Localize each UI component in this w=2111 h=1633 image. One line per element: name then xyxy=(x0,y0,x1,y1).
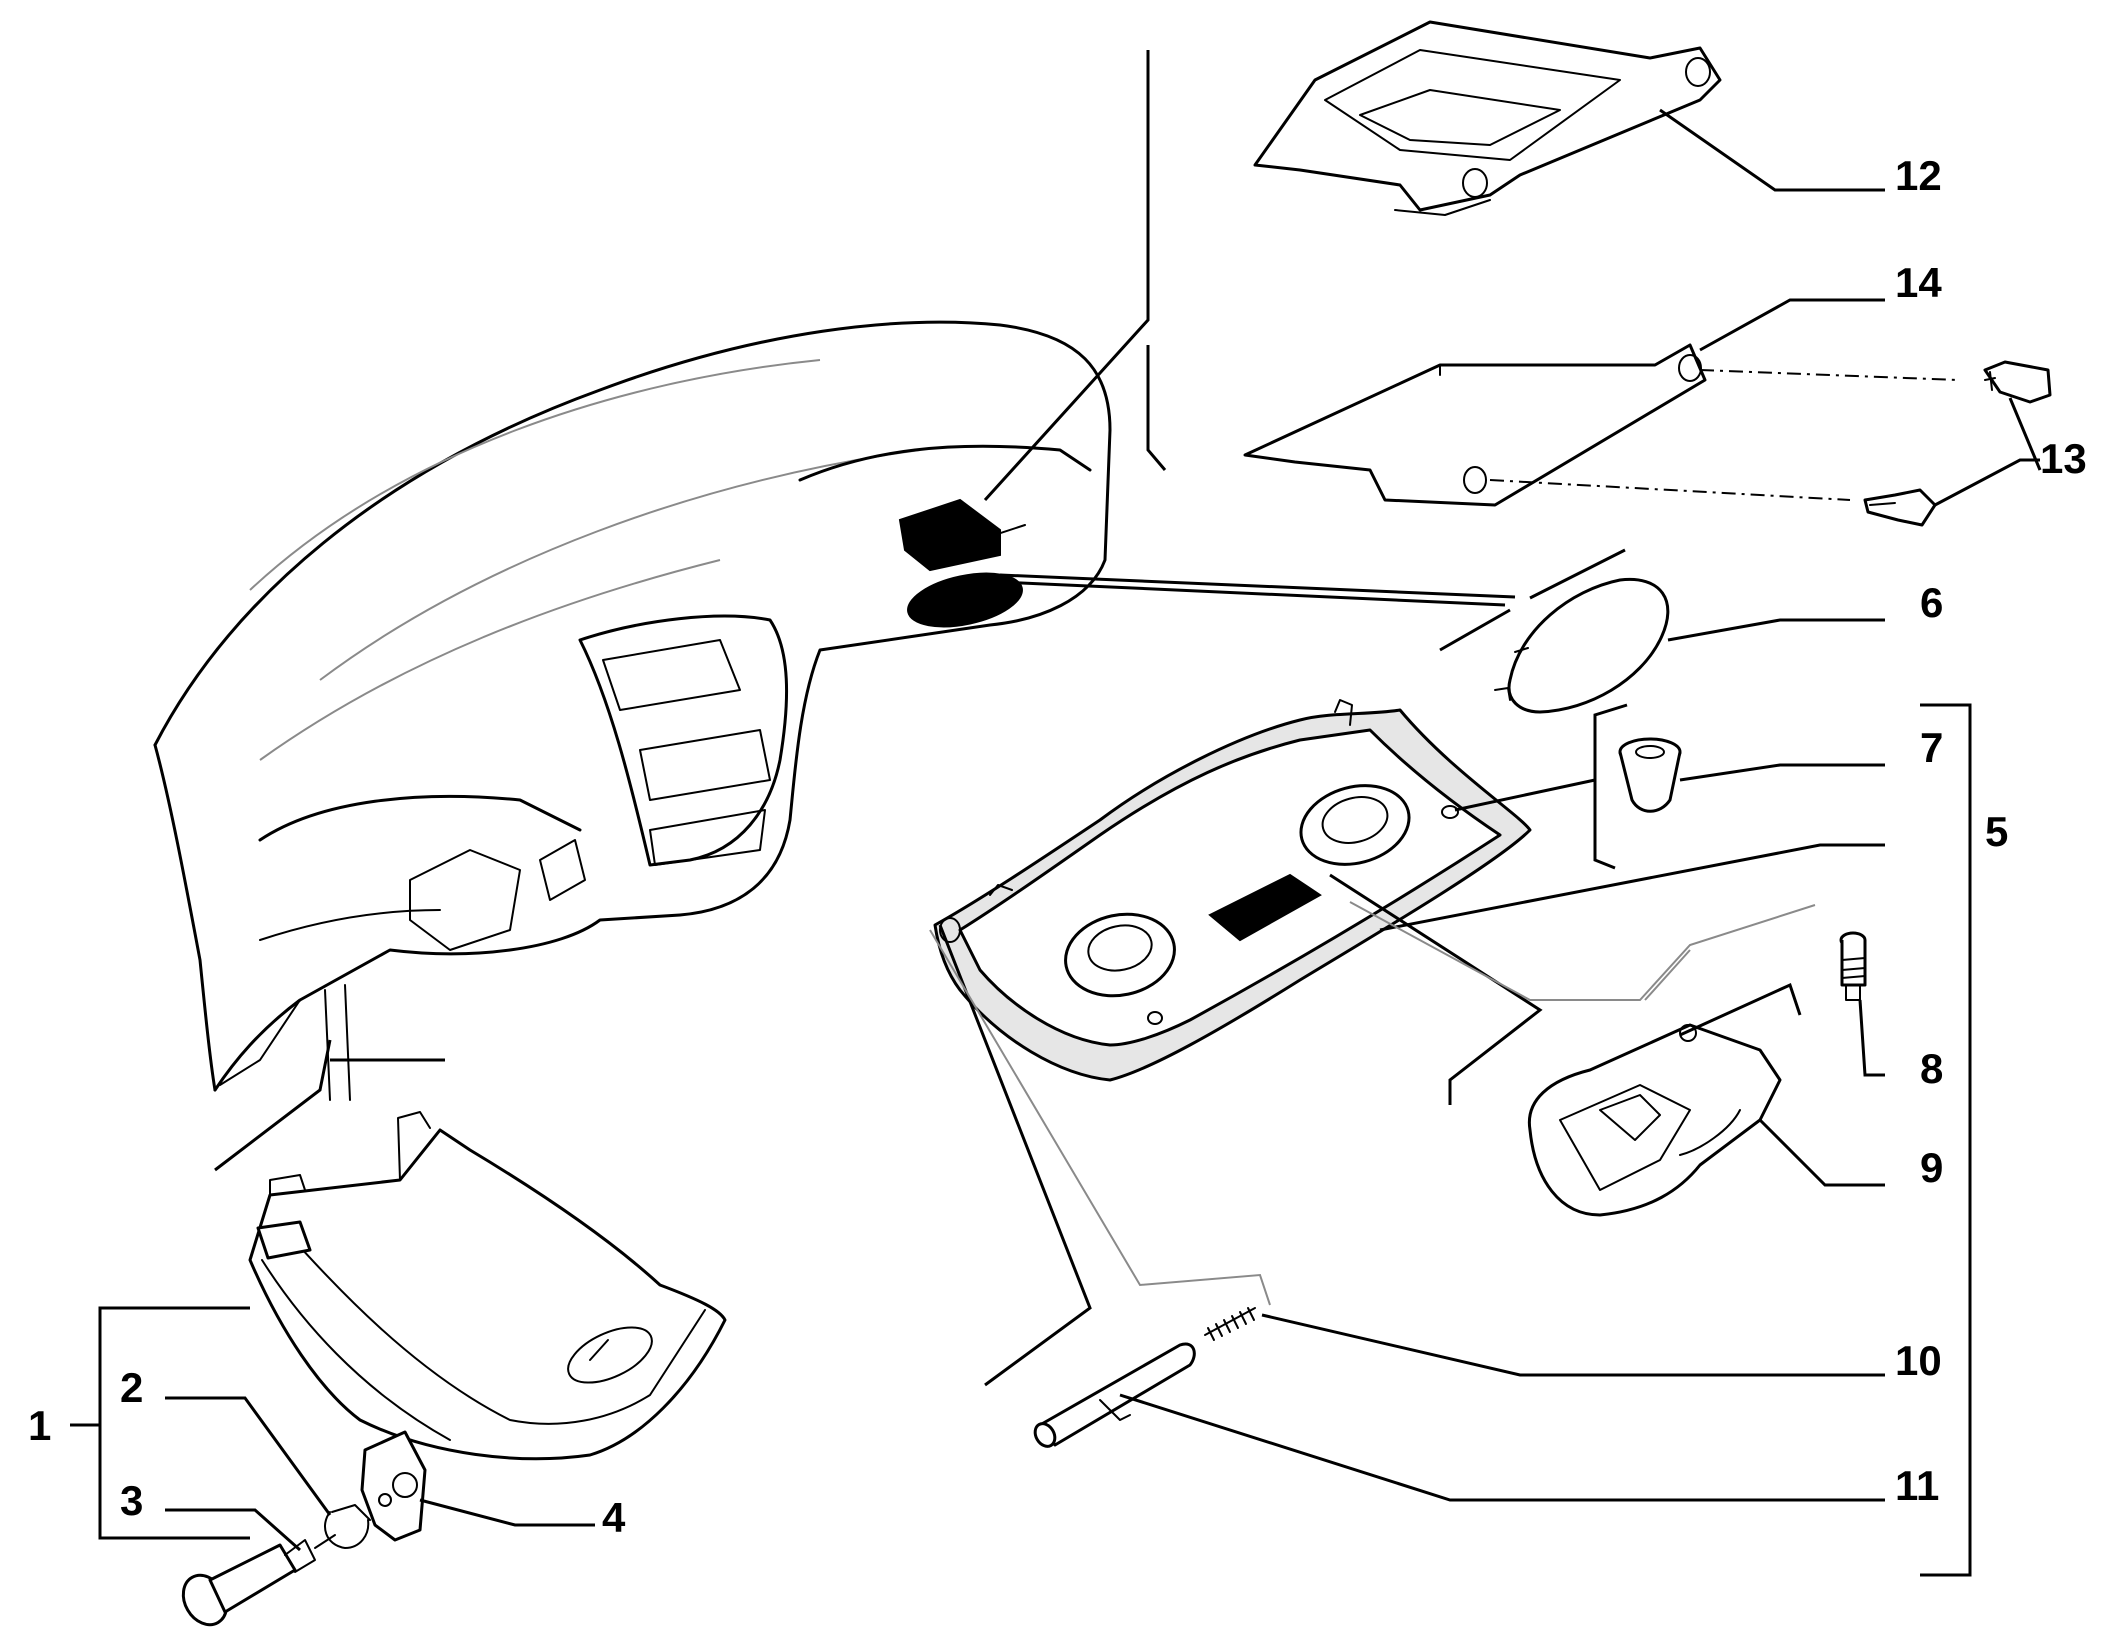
part-6-cover xyxy=(1494,577,1670,714)
part-1-glovebox-lid xyxy=(248,1111,727,1461)
callout-9: 9 xyxy=(1920,1144,1943,1191)
leader-lines xyxy=(70,50,2042,1577)
callout-11: 11 xyxy=(1895,1462,1939,1509)
part-14-plate xyxy=(1243,343,1707,507)
callout-labels: 1 2 3 4 5 6 7 8 9 10 11 12 13 14 xyxy=(28,152,2087,1541)
callout-13: 13 xyxy=(2040,435,2087,482)
callout-5: 5 xyxy=(1985,808,2008,855)
part-8-bolt xyxy=(1839,931,1867,1001)
callout-6: 6 xyxy=(1920,579,1943,626)
part-4-latch-plate xyxy=(360,1430,427,1542)
callout-14: 14 xyxy=(1895,259,1942,306)
callout-12: 12 xyxy=(1895,152,1942,199)
part-2-clip xyxy=(324,1504,371,1549)
callout-8: 8 xyxy=(1920,1045,1943,1092)
callout-1: 1 xyxy=(28,1402,51,1449)
part-11-rod xyxy=(1033,1342,1196,1448)
part-3-lock-cylinder xyxy=(181,1534,336,1627)
callout-3: 3 xyxy=(120,1477,143,1524)
part-9-latch-housing xyxy=(1527,1023,1782,1217)
part-10-spring xyxy=(1204,1307,1256,1341)
part-12-bracket xyxy=(1253,20,1722,216)
callout-10: 10 xyxy=(1895,1337,1942,1384)
part-5-glovebox-shell xyxy=(933,699,1532,1082)
callout-4: 4 xyxy=(602,1494,626,1541)
part-7-grommet xyxy=(1618,737,1682,813)
callout-7: 7 xyxy=(1920,724,1943,771)
part-13-screws xyxy=(1489,360,2052,527)
callout-2: 2 xyxy=(120,1364,143,1411)
dashboard-outline xyxy=(153,320,1112,1101)
